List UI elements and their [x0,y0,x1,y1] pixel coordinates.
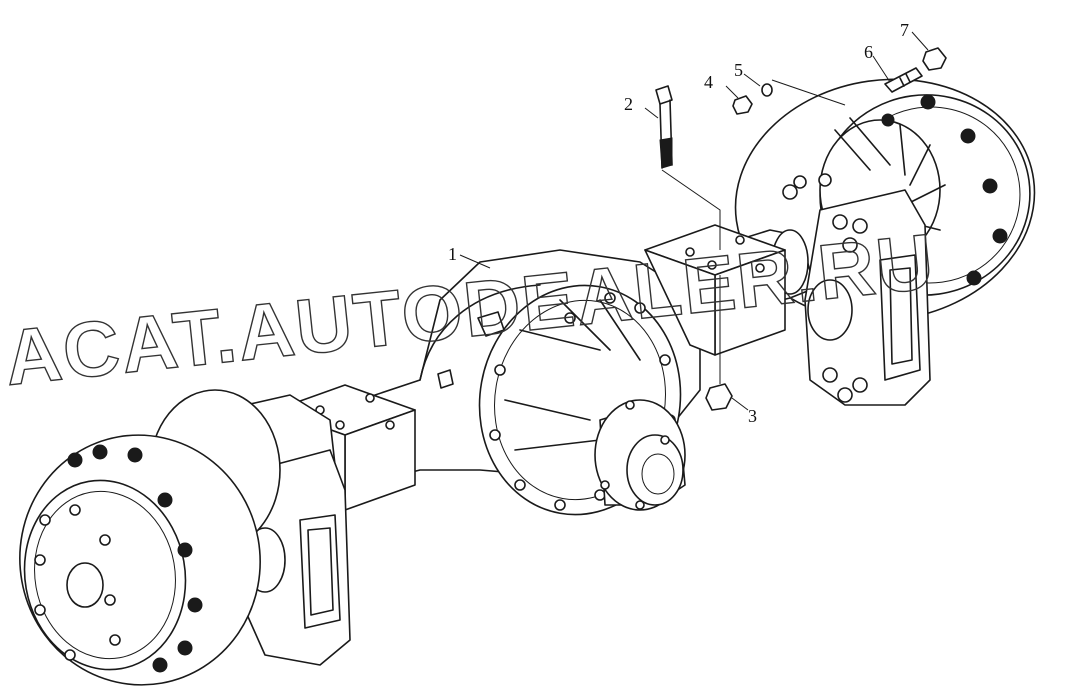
washer-icon [761,83,773,97]
callout-5: 5 [734,60,743,80]
pinion-flange [594,399,686,511]
nut-icon [705,383,733,411]
callout-1: 1 [448,244,457,264]
callout-4: 4 [704,72,713,92]
u-bolt [655,85,673,169]
callout-7: 7 [900,20,909,40]
callout-6: 6 [864,42,873,62]
wheel-nut-icon [922,47,947,71]
spring-seat-right [644,224,786,356]
callout-2: 2 [624,94,633,114]
small-nut-icon [732,95,753,115]
right-brake-caliper [804,189,931,406]
callout-3: 3 [748,406,757,426]
left-wheel-hub [19,389,281,686]
stud-bolt [884,67,923,93]
leader-lines [459,31,929,411]
